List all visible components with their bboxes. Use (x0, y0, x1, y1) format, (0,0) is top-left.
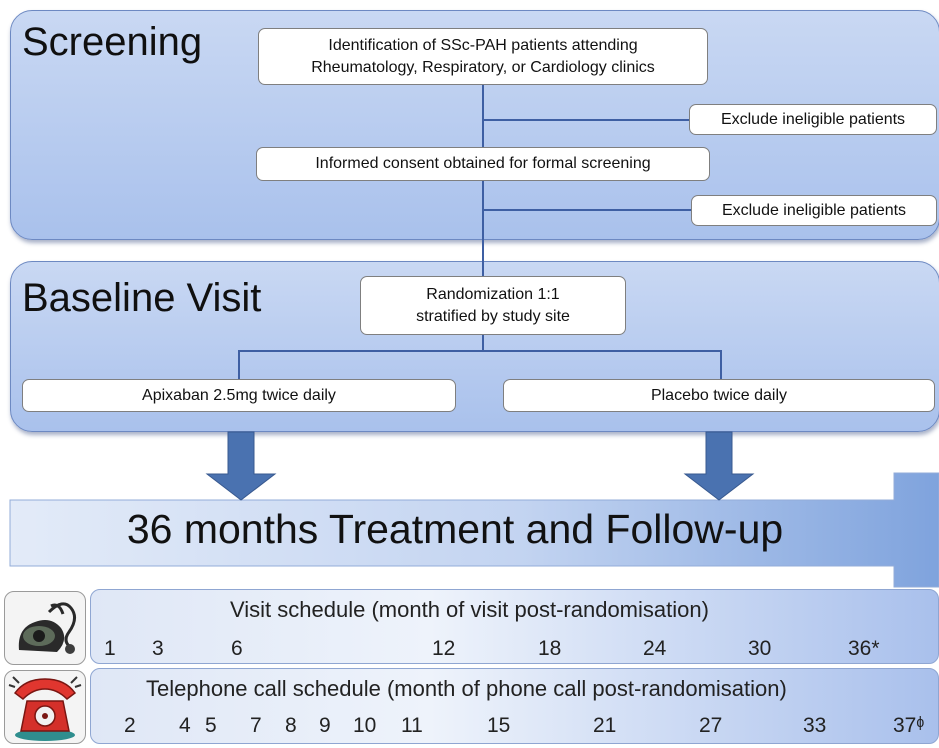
exclude1-branch-line (482, 119, 690, 121)
randomization-stem-line (482, 334, 484, 351)
baseline-title: Baseline Visit (22, 276, 262, 320)
phone-month: 27 (699, 714, 723, 737)
down-arrow-left (205, 431, 277, 501)
arm2-label: Placebo twice daily (650, 386, 788, 404)
telephone-icon (8, 676, 82, 741)
big-treatment-arrow (9, 472, 939, 588)
phone-month: 11 (401, 714, 423, 737)
phone-schedule-title: Telephone call schedule (month of phone … (146, 676, 787, 701)
phone-month: 37ᶲ (893, 714, 925, 737)
phone-schedule-bar (90, 668, 939, 744)
treatment-label: 36 months Treatment and Follow-up (126, 506, 784, 552)
phone-month: 33 (803, 714, 827, 737)
identification-box: Identification of SSc-PAH patients atten… (258, 28, 708, 85)
visit-month: 1 (104, 637, 116, 660)
identification-line1: Identification of SSc-PAH patients atten… (328, 36, 638, 54)
arms-branch-line (238, 350, 722, 352)
arm2-box: Placebo twice daily (503, 379, 935, 412)
visit-month: 6 (231, 637, 243, 660)
telephone-icon-box (4, 670, 86, 744)
phone-month: 9 (319, 714, 331, 737)
phone-month: 10 (353, 714, 377, 737)
exclude-label-2: Exclude ineligible patients (721, 201, 907, 219)
identification-line2: Rheumatology, Respiratory, or Cardiology… (311, 58, 655, 76)
phone-month: 21 (593, 714, 617, 737)
flow-arrows (9, 431, 939, 588)
visit-month: 30 (748, 637, 772, 660)
phone-month: 4 (179, 714, 191, 737)
exclude-box-1: Exclude ineligible patients (689, 104, 937, 135)
phone-month: 5 (205, 714, 217, 737)
stethoscope-icon-box (4, 591, 86, 665)
down-arrow-right (683, 431, 755, 501)
main-connector-line (482, 84, 484, 280)
phone-month: 2 (124, 714, 136, 737)
visit-schedule-title: Visit schedule (month of visit post-rand… (230, 597, 709, 622)
arm1-box: Apixaban 2.5mg twice daily (22, 379, 456, 412)
phone-month: 7 (250, 714, 262, 737)
arm1-drop-line (238, 350, 240, 380)
phone-month: 8 (285, 714, 297, 737)
consent-label: Informed consent obtained for formal scr… (315, 155, 651, 173)
visit-schedule-bar (90, 589, 939, 664)
exclude2-branch-line (482, 209, 692, 211)
arm1-label: Apixaban 2.5mg twice daily (142, 386, 336, 404)
exclude-label-1: Exclude ineligible patients (720, 110, 906, 128)
randomization-box: Randomization 1:1 stratified by study si… (360, 276, 626, 335)
arm2-drop-line (720, 350, 722, 380)
consent-box: Informed consent obtained for formal scr… (256, 147, 710, 181)
stethoscope-icon (18, 602, 76, 654)
screening-title: Screening (22, 20, 203, 64)
visit-month: 24 (643, 637, 667, 660)
visit-month: 18 (538, 637, 562, 660)
visit-month: 12 (432, 637, 456, 660)
phone-month: 15 (487, 714, 511, 737)
visit-month: 36* (848, 637, 880, 660)
exclude-box-2: Exclude ineligible patients (691, 195, 937, 226)
randomization-line2: stratified by study site (416, 307, 570, 325)
randomization-line1: Randomization 1:1 (426, 285, 560, 303)
visit-month: 3 (152, 637, 164, 660)
